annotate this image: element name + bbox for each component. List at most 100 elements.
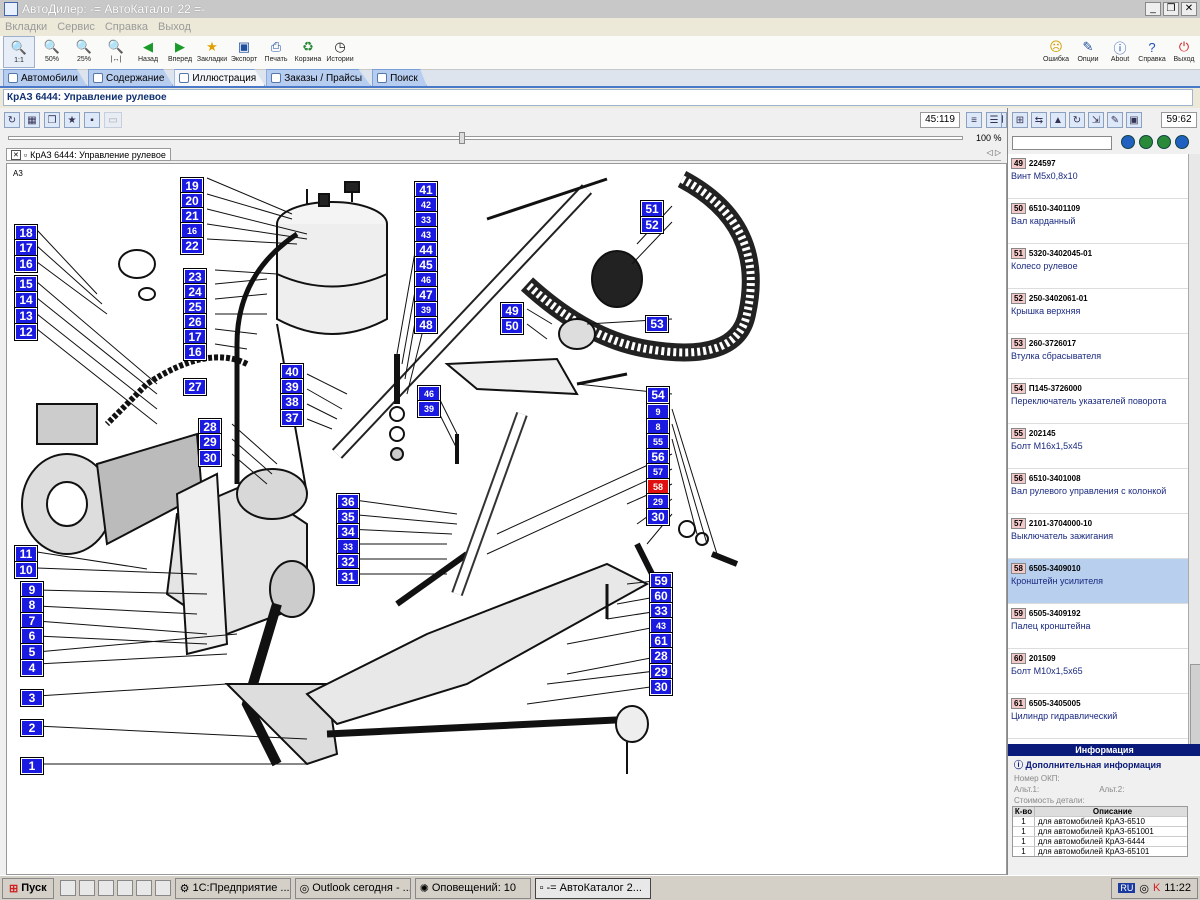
callout-47[interactable]: 47 [414, 286, 438, 304]
callout-19[interactable]: 19 [180, 177, 204, 195]
callout-16[interactable]: 16 [14, 255, 38, 273]
tab-search[interactable]: Поиск [372, 69, 427, 86]
print-button[interactable]: ⎙Печать [264, 39, 288, 63]
link-icon[interactable]: ⇆ [1031, 112, 1047, 128]
scroll-thumb[interactable] [1190, 664, 1200, 754]
callout-16[interactable]: 16 [180, 222, 204, 240]
menu-tabs[interactable]: Вкладки [5, 21, 48, 33]
callout-24[interactable]: 24 [183, 283, 207, 301]
menu-help[interactable]: Справка [104, 21, 149, 33]
slider-thumb[interactable] [459, 132, 465, 144]
callout-59[interactable]: 59 [649, 572, 673, 590]
task-autocatalog[interactable]: ▫-= АвтоКаталог 2... [534, 877, 651, 899]
app-icon-2[interactable] [135, 880, 152, 896]
media-icon[interactable] [97, 880, 114, 896]
tab-scroll-arrows[interactable]: ◁ ▷ [986, 148, 1001, 157]
callout-2[interactable]: 2 [20, 719, 44, 737]
callout-46[interactable]: 46 [417, 385, 441, 403]
callout-10[interactable]: 10 [14, 561, 38, 579]
tab-contents[interactable]: Содержание [87, 69, 174, 86]
callout-39[interactable]: 39 [280, 378, 304, 396]
callout-6[interactable]: 6 [20, 627, 44, 645]
callout-57[interactable]: 57 [646, 463, 670, 481]
outlook-icon[interactable] [78, 880, 95, 896]
callout-4[interactable]: 4 [20, 659, 44, 677]
callout-40[interactable]: 40 [280, 363, 304, 381]
error-button[interactable]: ☹Ошибка [1042, 39, 1070, 63]
minimize-button[interactable]: _ [1145, 2, 1161, 16]
callout-43[interactable]: 43 [414, 226, 438, 244]
callout-3[interactable]: 3 [20, 689, 44, 707]
callout-31[interactable]: 31 [336, 568, 360, 586]
first-icon[interactable] [1121, 135, 1135, 149]
chart-icon[interactable]: ▲ [1050, 112, 1066, 128]
tab-cars[interactable]: Автомобили [3, 69, 87, 86]
callout-26[interactable]: 26 [183, 313, 207, 331]
close-button[interactable]: ✕ [1181, 2, 1197, 16]
callout-20[interactable]: 20 [180, 192, 204, 210]
detail-view-icon[interactable]: ☰ [986, 112, 1002, 128]
export-button[interactable]: ▣Экспорт [230, 39, 258, 63]
callout-33[interactable]: 33 [414, 211, 438, 229]
callout-39[interactable]: 39 [414, 301, 438, 319]
zoom-slider[interactable] [8, 132, 963, 144]
callout-1[interactable]: 1 [20, 757, 44, 775]
callout-16[interactable]: 16 [183, 343, 207, 361]
callout-33[interactable]: 33 [649, 602, 673, 620]
list-view-icon[interactable]: ≡ [966, 112, 982, 128]
callout-32[interactable]: 32 [336, 553, 360, 571]
app-icon-1[interactable] [116, 880, 133, 896]
callout-58[interactable]: 58 [646, 478, 670, 496]
callout-56[interactable]: 56 [646, 448, 670, 466]
document-tab[interactable]: ✕▫КрАЗ 6444: Управление рулевое [6, 148, 171, 161]
menu-exit[interactable]: Выход [158, 21, 191, 33]
callout-41[interactable]: 41 [414, 181, 438, 199]
zoom-25-button[interactable]: 🔍25% [75, 39, 93, 63]
callout-48[interactable]: 48 [414, 316, 438, 334]
callout-17[interactable]: 17 [14, 239, 38, 257]
tray-icon-2[interactable]: K [1152, 882, 1161, 894]
callout-17[interactable]: 17 [183, 328, 207, 346]
callout-54[interactable]: 54 [646, 386, 670, 404]
close-tab-icon[interactable]: ✕ [11, 149, 21, 160]
copy-icon[interactable]: ❐ [44, 112, 60, 128]
callout-36[interactable]: 36 [336, 493, 360, 511]
callout-9[interactable]: 9 [646, 403, 670, 421]
callout-53[interactable]: 53 [645, 315, 669, 333]
last-icon[interactable] [1175, 135, 1189, 149]
menu-service[interactable]: Сервис [57, 21, 95, 33]
callout-30[interactable]: 30 [646, 508, 670, 526]
tree-icon[interactable]: ⊞ [1012, 112, 1028, 128]
exit-button[interactable]: ⏻Выход [1173, 39, 1195, 63]
tab-orders[interactable]: Заказы / Прайсы [266, 69, 372, 86]
callout-46[interactable]: 46 [414, 271, 438, 289]
callout-55[interactable]: 55 [646, 433, 670, 451]
callout-52[interactable]: 52 [640, 216, 664, 234]
callout-12[interactable]: 12 [14, 323, 38, 341]
history-button[interactable]: ◷Истории [326, 39, 354, 63]
illustration-canvas[interactable]: A3 [6, 163, 1007, 875]
callout-9[interactable]: 9 [20, 581, 44, 599]
callout-14[interactable]: 14 [14, 291, 38, 309]
task-notifications[interactable]: ✺Оповещений: 10 [414, 877, 531, 899]
callout-8[interactable]: 8 [20, 596, 44, 614]
refresh-parts-icon[interactable]: ↻ [1069, 112, 1085, 128]
parts-scrollbar[interactable] [1188, 154, 1200, 754]
callout-28[interactable]: 28 [649, 647, 673, 665]
callout-37[interactable]: 37 [280, 409, 304, 427]
callout-21[interactable]: 21 [180, 207, 204, 225]
callout-49[interactable]: 49 [500, 302, 524, 320]
callout-8[interactable]: 8 [646, 418, 670, 436]
tab-illustration[interactable]: Иллюстрация [174, 69, 266, 86]
callout-50[interactable]: 50 [500, 317, 524, 335]
